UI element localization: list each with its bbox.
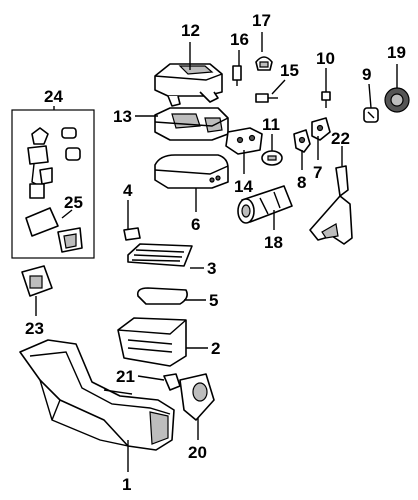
bracket-part bbox=[225, 127, 263, 155]
knob-part bbox=[384, 87, 410, 113]
callout-18: 18 bbox=[264, 233, 283, 252]
callout-24: 24 bbox=[44, 87, 63, 106]
callout-23: 23 bbox=[25, 319, 44, 338]
cup-holder-part bbox=[237, 185, 293, 224]
armrest-lid-part bbox=[154, 63, 223, 107]
callout-21: 21 bbox=[116, 367, 135, 386]
callout-2: 2 bbox=[211, 339, 220, 358]
callout-5: 5 bbox=[209, 291, 218, 310]
armrest-cushion-part bbox=[154, 154, 229, 189]
disc-part bbox=[261, 150, 283, 166]
leader-lines bbox=[35, 32, 398, 472]
callout-10: 10 bbox=[316, 49, 335, 68]
callout-11: 11 bbox=[262, 115, 280, 134]
mat-part bbox=[127, 243, 193, 267]
storage-tray-part bbox=[117, 317, 187, 367]
callout-4: 4 bbox=[123, 181, 133, 200]
callout-1: 1 bbox=[122, 475, 131, 494]
callout-15: 15 bbox=[280, 61, 299, 80]
callout-13: 13 bbox=[113, 107, 132, 126]
callout-8: 8 bbox=[297, 173, 306, 192]
callout-3: 3 bbox=[207, 259, 216, 278]
small-screw-part bbox=[321, 91, 331, 108]
callout-9: 9 bbox=[362, 65, 371, 84]
callout-22: 22 bbox=[331, 129, 350, 148]
callout-7: 7 bbox=[313, 163, 322, 182]
callout-14: 14 bbox=[234, 177, 253, 196]
switch-group-part bbox=[11, 109, 95, 259]
console-body-part bbox=[19, 339, 175, 451]
bolt-part bbox=[255, 93, 278, 103]
switch-bezel-part bbox=[21, 265, 53, 297]
pivot-arm-part bbox=[309, 165, 353, 245]
callout-labels: 12 17 16 15 10 9 19 13 11 14 8 7 22 6 18… bbox=[25, 11, 406, 494]
callout-19: 19 bbox=[387, 43, 406, 62]
cap-part bbox=[255, 56, 273, 71]
strip-part bbox=[123, 227, 141, 241]
screw-part bbox=[232, 65, 242, 86]
hinge-plate-part bbox=[293, 117, 331, 153]
pad-part bbox=[136, 287, 188, 305]
callout-12: 12 bbox=[181, 21, 200, 40]
callout-6: 6 bbox=[191, 215, 200, 234]
cup-insert-part bbox=[179, 373, 215, 421]
callout-17: 17 bbox=[252, 11, 271, 30]
callout-25: 25 bbox=[64, 193, 83, 212]
bushing-part bbox=[363, 107, 379, 123]
callout-20: 20 bbox=[188, 443, 207, 462]
armrest-base-part bbox=[154, 107, 229, 141]
callout-16: 16 bbox=[230, 30, 249, 49]
clip-part bbox=[163, 373, 181, 391]
